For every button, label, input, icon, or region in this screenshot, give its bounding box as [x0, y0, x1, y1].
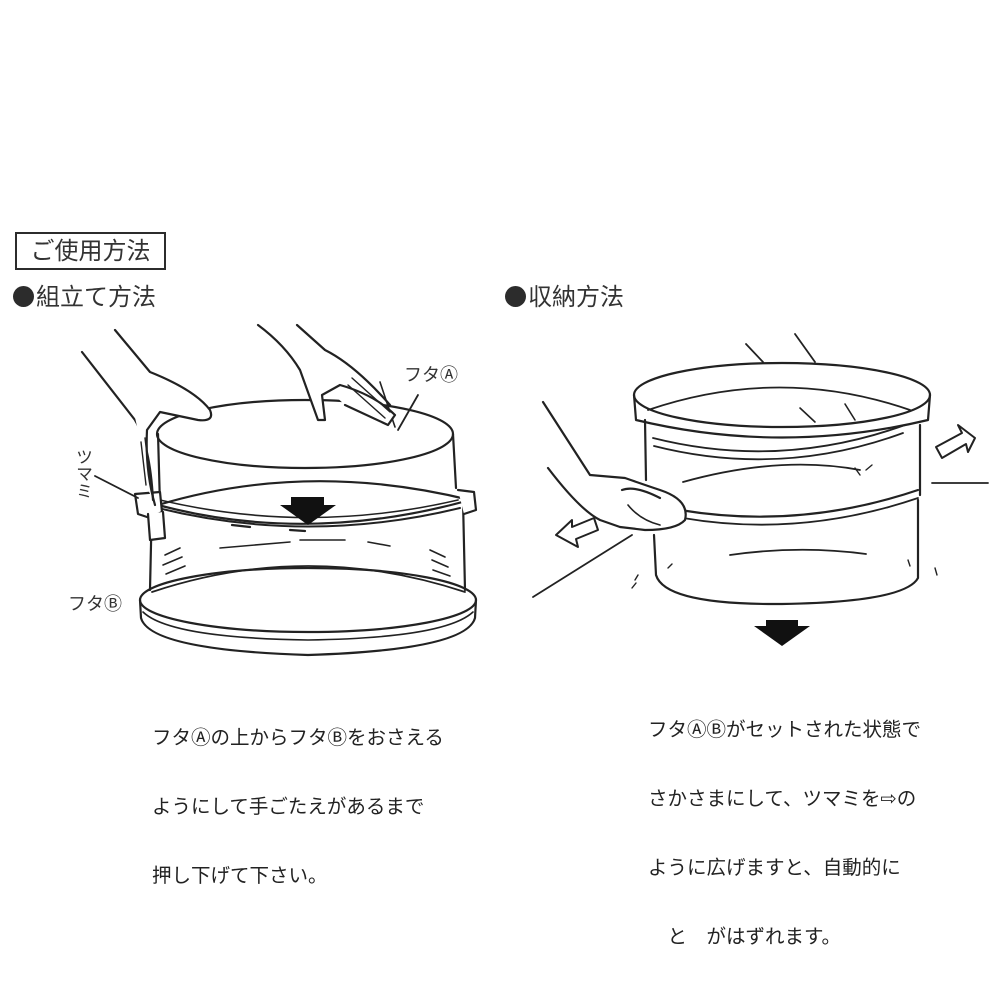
upper-body: [643, 418, 922, 497]
lid-b-base: [138, 566, 478, 657]
outline-arrow-left-icon: [555, 517, 599, 548]
usage-title: ご使用方法: [30, 237, 151, 265]
knob-right: [456, 488, 478, 516]
outline-arrow-right-icon: [935, 424, 976, 459]
caption-line: さかさまにして、ツマミを⇨の: [648, 787, 917, 810]
down-arrow-icon: [280, 497, 336, 525]
assembly-heading: 組立て方法: [13, 282, 156, 312]
storage-caption: フタⒶⒷがセットされた状態で さかさまにして、ツマミを⇨の ように広げますと、自…: [648, 672, 921, 971]
middle-seam: [678, 488, 920, 526]
assembly-heading-text: 組立て方法: [36, 283, 156, 311]
bullet-icon: [505, 286, 526, 307]
upper-rim: [156, 480, 472, 533]
bullet-icon: [13, 286, 34, 307]
upturned-rim: [632, 361, 932, 439]
storage-heading-text: 収納方法: [528, 283, 624, 311]
caption-line: フタⒶⒷがセットされた状態で: [648, 718, 922, 741]
knob-label: ツマミ: [72, 448, 92, 499]
caption-line: 押し下げて下さい。: [152, 864, 328, 887]
storage-heading: 収納方法: [505, 282, 624, 312]
assembly-caption: フタⒶの上からフタⒷをおさえる ようにして手ごたえがあるまで 押し下げて下さい。: [152, 680, 444, 910]
lid-a-label: フタⒶ: [404, 365, 458, 386]
left-hand: [80, 328, 213, 507]
usage-title-box: ご使用方法: [15, 232, 166, 270]
lid-b-label: フタⒷ: [68, 594, 122, 615]
caption-line: ように広げますと、自動的に: [648, 856, 901, 879]
down-arrow-icon: [754, 620, 810, 646]
caption-line: ようにして手ごたえがあるまで: [152, 795, 425, 818]
right-hand: [256, 323, 397, 427]
knob-left: [133, 490, 167, 542]
caption-line: フタⒶの上からフタⒷをおさえる: [152, 726, 444, 749]
caption-line: と がはずれます。: [648, 925, 842, 948]
storage-hand: [541, 400, 687, 532]
lower-body: [631, 498, 938, 606]
